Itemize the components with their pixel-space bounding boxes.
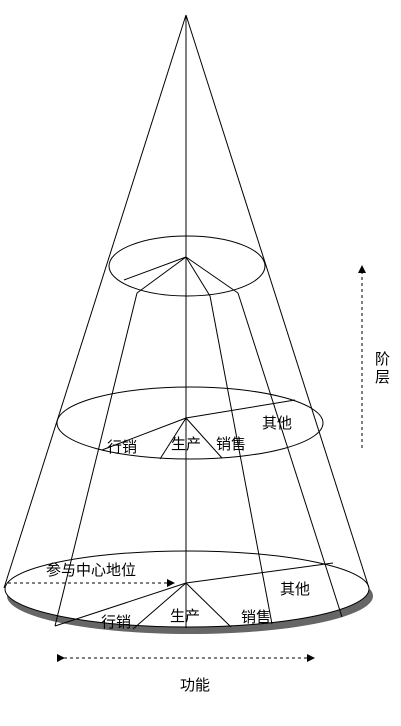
- base-label-other: 其他: [280, 580, 310, 598]
- mid-label-other: 其他: [262, 414, 292, 432]
- top-sector-line-4: [185, 256, 239, 294]
- base-sector-line-3: [185, 582, 232, 628]
- base-label-production: 生产: [170, 607, 200, 625]
- mid-sector-line-1: [101, 417, 187, 451]
- mid-sector-line-2: [159, 417, 187, 460]
- base-label-marketing: 行销: [101, 613, 131, 631]
- top-sector-line-2: [136, 256, 187, 294]
- cone-left-edge: [3, 14, 187, 589]
- base-label-centrality: 参与中心地位: [46, 561, 136, 579]
- base-sector-line-2: [132, 582, 187, 630]
- mid-label-marketing: 行销: [107, 438, 137, 456]
- hierarchy-label-char-1: 阶: [375, 350, 390, 368]
- base-sector-line-1: [54, 582, 187, 627]
- base-label-sales: 销售: [241, 608, 271, 626]
- cone-right-edge: [185, 14, 370, 589]
- mid-label-sales: 销售: [216, 435, 246, 453]
- top-sector-line-3: [185, 256, 211, 297]
- guide-line-3: [237, 292, 343, 618]
- mid-sector-line-4: [185, 399, 296, 419]
- base-sector-line-4: [185, 562, 334, 584]
- top-sector-line-1: [123, 256, 187, 281]
- guide-line-2: [209, 295, 273, 625]
- function-label: 功能: [180, 676, 210, 694]
- middle-ellipse: [56, 386, 324, 460]
- mid-label-production: 生产: [171, 435, 201, 453]
- top-ellipse: [108, 235, 266, 297]
- hierarchy-label-char-2: 层: [375, 368, 390, 386]
- mid-sector-line-3: [185, 417, 223, 459]
- guide-line-1: [54, 292, 138, 627]
